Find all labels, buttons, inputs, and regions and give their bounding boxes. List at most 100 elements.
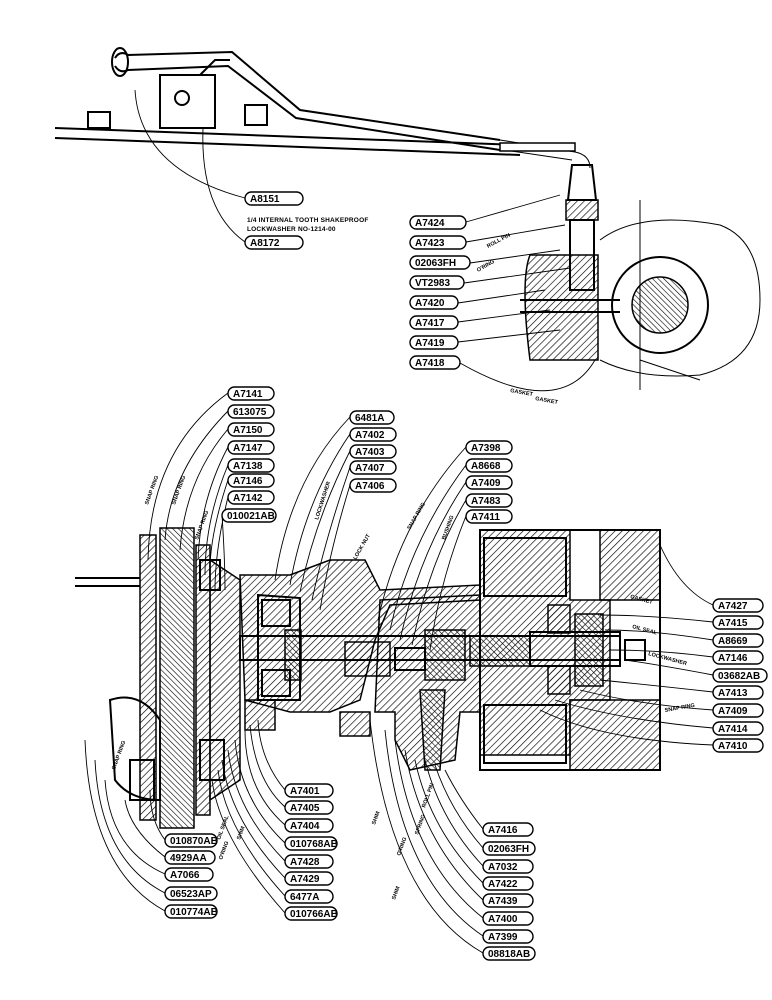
callout-a7147: A7147 [227,440,275,455]
callout-pill [482,841,536,856]
callout-label: A8172 [250,238,280,249]
callout-label: A7403 [355,447,385,458]
part-label-roll-pin: ROLL PIN [421,783,435,809]
callout-pill [712,668,768,683]
callout-label: 02063FH [488,844,529,855]
callout-06523ap: 06523AP [164,886,218,901]
callout-label: 4929AA [170,853,207,864]
callout-label: A7404 [290,821,320,832]
callout-pill [349,478,397,493]
callout-a7419: A7419 [409,335,459,350]
callout-label: A7413 [718,688,748,699]
callout-a7406: A7406 [349,478,397,493]
callout-pill [349,444,397,459]
callout-pill [349,460,397,475]
callout-pill [482,822,534,837]
callout-010766ab: 010766AB [284,906,338,921]
callout-a7146: A7146 [712,650,764,665]
callout-label: A8151 [250,194,280,205]
part-label-snap-ring: SNAP RING [407,502,427,531]
callout-pill [164,833,218,848]
callout-pill [409,335,459,350]
callout-a7409: A7409 [712,703,764,718]
callout-613075: 613075 [227,404,275,419]
callout-a7418: A7418 [409,355,461,370]
callout-label: 02063FH [415,258,456,269]
callout-a7405: A7405 [284,800,334,815]
callout-4929aa: 4929AA [164,850,216,865]
callout-label: A7415 [718,618,748,629]
callout-08818ab: 08818AB [482,946,536,961]
callout-pill [284,836,338,851]
lockwasher-note: 1/4 INTERNAL TOOTH SHAKEPROOF LOCKWASHER… [247,217,369,233]
callout-label: 03682AB [718,671,760,682]
callout-label: 06523AP [170,889,212,900]
callout-pill [284,783,334,798]
callout-pill [284,871,334,886]
callout-label: A7142 [233,493,263,504]
part-label-roll-pin: ROLL PIN [486,232,511,249]
callout-a7146: A7146 [227,473,275,488]
callout-pill [409,215,467,230]
callout-label: VT2983 [415,278,450,289]
callout-a7398: A7398 [465,440,513,455]
callout-a7428: A7428 [284,854,334,869]
callout-label: A7407 [355,463,385,474]
callout-a7409: A7409 [465,475,513,490]
callout-label: 010870AB [170,836,218,847]
callout-pill [349,427,397,442]
lockwasher-note-line-1: 1/4 INTERNAL TOOTH SHAKEPROOF [247,217,369,224]
callout-label: A7147 [233,443,263,454]
callout-pill [227,440,275,455]
callout-label: A7419 [415,338,445,349]
callout-label: A7429 [290,874,320,885]
callout-label: A7483 [471,496,501,507]
callout-010768ab: 010768AB [284,836,338,851]
callout-pill [227,404,275,419]
callout-a7429: A7429 [284,871,334,886]
callout-a7413: A7413 [712,685,764,700]
callout-pill [409,315,459,330]
callout-pill [227,473,275,488]
lever-bracket-assembly [54,47,591,169]
callout-label: A7066 [170,870,200,881]
callout-a7404: A7404 [284,818,334,833]
callout-label: A7416 [488,825,518,836]
callout-a7423: A7423 [409,235,467,250]
callout-label: A7150 [233,425,263,436]
callout-a7415: A7415 [712,615,764,630]
callout-pill [409,275,465,290]
leader-lines [84,89,714,954]
callout-label: A7146 [233,476,263,487]
callout-label: A7422 [488,879,518,890]
callout-pill [465,509,513,524]
callout-label: A7414 [718,724,748,735]
callout-a8151: A8151 [244,191,304,206]
callout-pill [227,490,275,505]
callout-6477a: 6477A [284,889,334,904]
callout-label: A7399 [488,932,518,943]
callout-label: A7427 [718,601,748,612]
part-label-shim: SHIM [236,825,246,840]
callout-label: 010766AB [290,909,338,920]
callout-label: 010768AB [290,839,338,850]
callout-pill [227,386,275,401]
part-label-gasket: GASKET [535,396,559,406]
callout-pill [284,906,338,921]
callout-pill [284,818,334,833]
callout-label: A7406 [355,481,385,492]
callout-a7422: A7422 [482,876,534,891]
callout-label: A7420 [415,298,445,309]
callout-label: 010774AB [170,907,218,918]
callout-label: A7401 [290,786,320,797]
part-label-lockwasher: LOCKWASHER [314,481,332,521]
callout-pill [164,867,214,882]
callout-pill [712,703,764,718]
part-label-shim: SHIM [371,810,381,825]
part-label-o-ring: O'RING [396,836,408,856]
callout-a7400: A7400 [482,911,534,926]
callout-a7150: A7150 [227,422,275,437]
callout-pill [712,721,764,736]
callout-pill [349,410,395,425]
callout-a7420: A7420 [409,295,459,310]
